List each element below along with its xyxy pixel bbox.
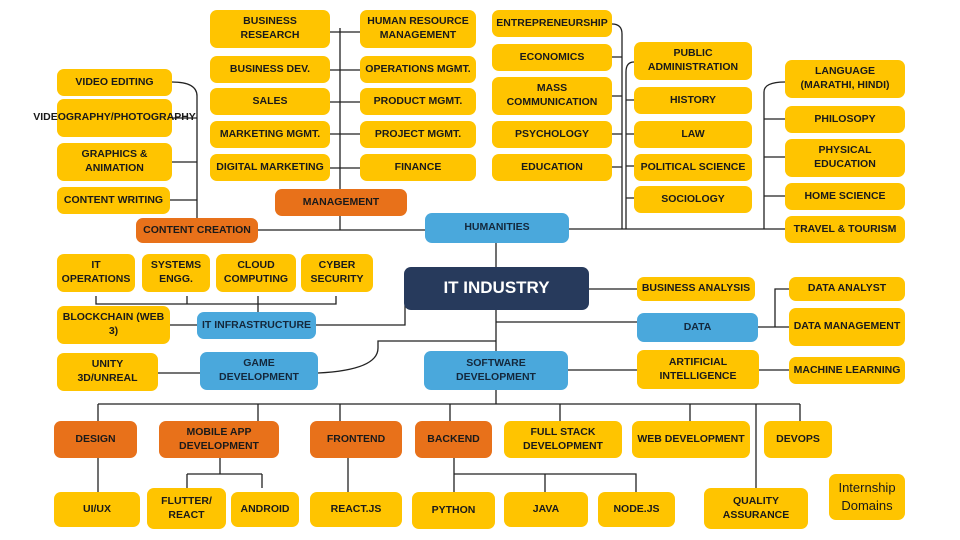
leaf-product-mgmt: PRODUCT MGMT. (360, 88, 476, 115)
leaf-psychology: PSYCHOLOGY (492, 121, 612, 148)
leaf-python: PYTHON (412, 492, 495, 529)
hub-management: MANAGEMENT (275, 189, 407, 216)
leaf-node-js: NODE.JS (598, 492, 675, 527)
hub-mobile-app: MOBILE APP DEVELOPMENT (159, 421, 279, 458)
leaf-home-science: HOME SCIENCE (785, 183, 905, 210)
hub-game-development: GAME DEVELOPMENT (200, 352, 318, 390)
leaf-travel-tourism: TRAVEL & TOURISM (785, 216, 905, 243)
leaf-cyber-security: CYBER SECURITY (301, 254, 373, 292)
leaf-full-stack: FULL STACK DEVELOPMENT (504, 421, 622, 458)
leaf-web-development: WEB DEVELOPMENT (632, 421, 750, 458)
leaf-human-resource: HUMAN RESOURCE MANAGEMENT (360, 10, 476, 48)
leaf-business-analysis: BUSINESS ANALYSIS (637, 277, 755, 301)
leaf-marketing-mgmt: MARKETING MGMT. (210, 121, 330, 148)
leaf-data-analyst: DATA ANALYST (789, 277, 905, 301)
leaf-law: LAW (634, 121, 752, 148)
legend-internship-domains: Internship Domains (829, 474, 905, 520)
hub-data: DATA (637, 313, 758, 342)
leaf-content-writing: CONTENT WRITING (57, 187, 170, 214)
leaf-systems-engg: SYSTEMS ENGG. (142, 254, 210, 292)
leaf-language: LANGUAGE (MARATHI, HINDI) (785, 60, 905, 98)
leaf-education: EDUCATION (492, 154, 612, 181)
leaf-it-operations: IT OPERATIONS (57, 254, 135, 292)
leaf-sociology: SOCIOLOGY (634, 186, 752, 213)
leaf-economics: ECONOMICS (492, 44, 612, 71)
leaf-graphics-animation: GRAPHICS & ANIMATION (57, 143, 172, 181)
hub-humanities: HUMANITIES (425, 213, 569, 243)
hub-software-development: SOFTWARE DEVELOPMENT (424, 351, 568, 390)
leaf-mass-communication: MASS COMMUNICATION (492, 77, 612, 115)
leaf-history: HISTORY (634, 87, 752, 114)
hub-frontend: FRONTEND (310, 421, 402, 458)
leaf-quality-assurance: QUALITY ASSURANCE (704, 488, 808, 529)
hub-it-infrastructure: IT INFRASTRUCTURE (197, 312, 316, 339)
hub-design: DESIGN (54, 421, 137, 458)
leaf-ui-ux: UI/UX (54, 492, 140, 527)
leaf-flutter-react: FLUTTER/ REACT (147, 488, 226, 529)
hub-artificial-intelligence: ARTIFICIAL INTELLIGENCE (637, 350, 759, 389)
hub-content-creation: CONTENT CREATION (136, 218, 258, 243)
leaf-videography: VIDEOGRAPHY/PHOTOGRAPHY (33, 99, 196, 137)
hub-backend: BACKEND (415, 421, 492, 458)
leaf-finance: FINANCE (360, 154, 476, 181)
leaf-machine-learning: MACHINE LEARNING (789, 357, 905, 384)
leaf-video-editing: VIDEO EDITING (57, 69, 172, 96)
leaf-java: JAVA (504, 492, 588, 527)
leaf-business-dev: BUSINESS DEV. (210, 56, 330, 83)
leaf-blockchain: BLOCKCHAIN (WEB 3) (57, 306, 170, 344)
leaf-philosopy: PHILOSOPY (785, 106, 905, 133)
leaf-unity-unreal: UNITY 3D/UNREAL (57, 353, 158, 391)
leaf-digital-marketing: DIGITAL MARKETING (210, 154, 330, 181)
center-it-industry: IT INDUSTRY (404, 267, 589, 310)
leaf-political-science: POLITICAL SCIENCE (634, 154, 752, 181)
leaf-project-mgmt: PROJECT MGMT. (360, 121, 476, 148)
leaf-cloud-computing: CLOUD COMPUTING (216, 254, 296, 292)
leaf-physical-education: PHYSICAL EDUCATION (785, 139, 905, 177)
leaf-react-js: REACT.JS (310, 492, 402, 527)
leaf-data-management: DATA MANAGEMENT (789, 308, 905, 346)
leaf-entrepreneurship: ENTREPRENEURSHIP (492, 10, 612, 37)
leaf-business-research: BUSINESS RESEARCH (210, 10, 330, 48)
leaf-operations-mgmt: OPERATIONS MGMT. (360, 56, 476, 83)
leaf-sales: SALES (210, 88, 330, 115)
leaf-android: ANDROID (231, 492, 299, 527)
leaf-devops: DEVOPS (764, 421, 832, 458)
leaf-public-administration: PUBLIC ADMINISTRATION (634, 42, 752, 80)
